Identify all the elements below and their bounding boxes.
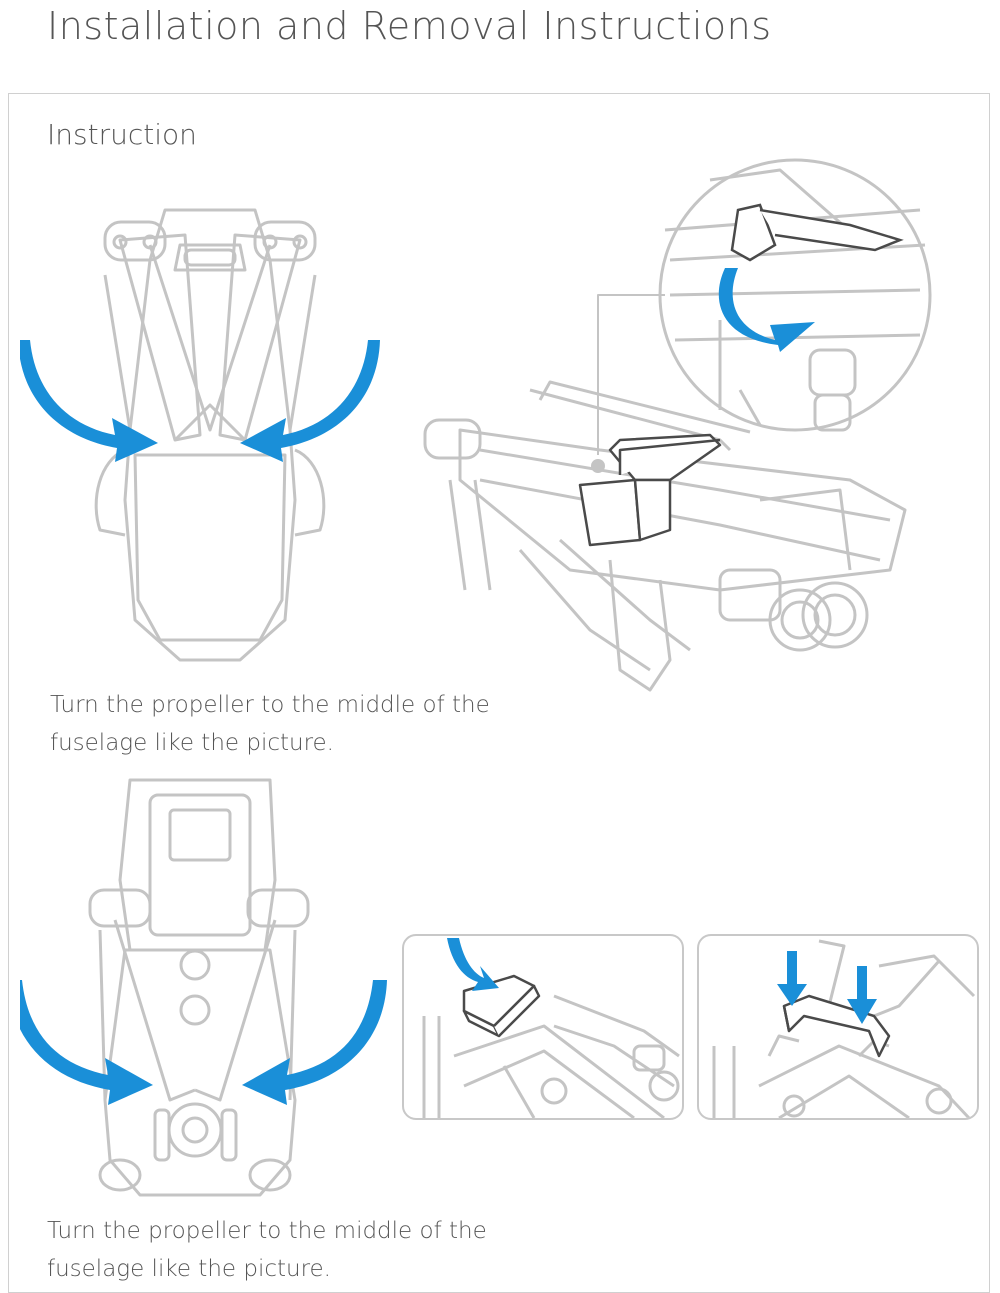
- page-title: Installation and Removal Instructions: [47, 4, 772, 48]
- step-caption-2: Turn the propeller to the middle of the …: [47, 1218, 487, 1282]
- guard-install-detail-panel-2: [697, 934, 979, 1120]
- curved-arrow-icon: [718, 268, 815, 352]
- guard-install-detail-panel-1: [402, 934, 684, 1120]
- drone-bottom-view-illustration: [20, 770, 400, 1210]
- drone-top-view-folded-illustration: [20, 200, 400, 670]
- propeller-guard: [462, 974, 541, 1038]
- drone-side-view-with-guard-illustration: [420, 150, 940, 700]
- step-caption-1: Turn the propeller to the middle of the …: [50, 692, 490, 756]
- propeller-guard: [782, 994, 891, 1058]
- curved-arrow-icon: [447, 938, 499, 991]
- curved-arrow-icon: [20, 340, 380, 462]
- section-heading: Instruction: [47, 118, 197, 151]
- curved-arrow-icon: [20, 980, 387, 1105]
- down-arrow-icon: [777, 951, 877, 1024]
- propeller-guard: [578, 433, 722, 547]
